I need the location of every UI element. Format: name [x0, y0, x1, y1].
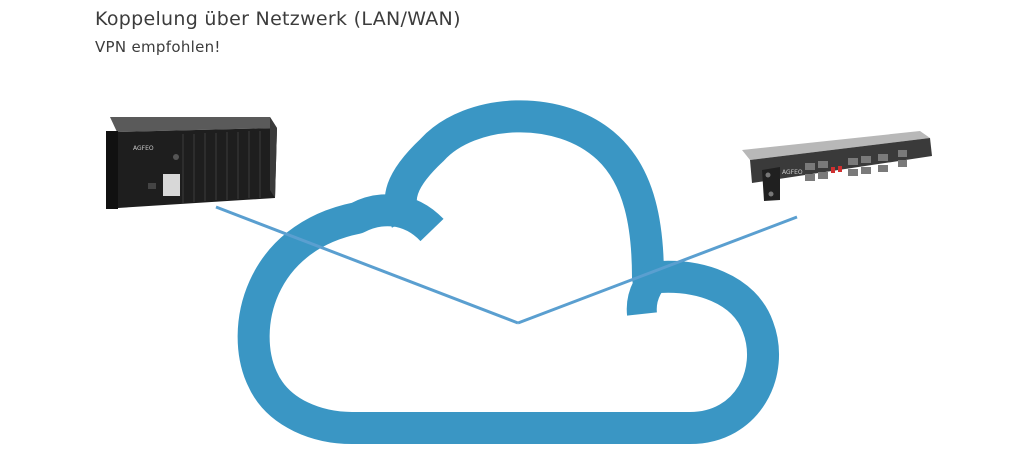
rack-1u-switch-icon: AGFEO: [742, 131, 932, 201]
right-device-brand: AGFEO: [782, 169, 803, 176]
cloud-icon: [254, 116, 763, 428]
left-device-brand: AGFEO: [133, 145, 154, 152]
rack-chassis-icon: AGFEO: [106, 117, 277, 209]
